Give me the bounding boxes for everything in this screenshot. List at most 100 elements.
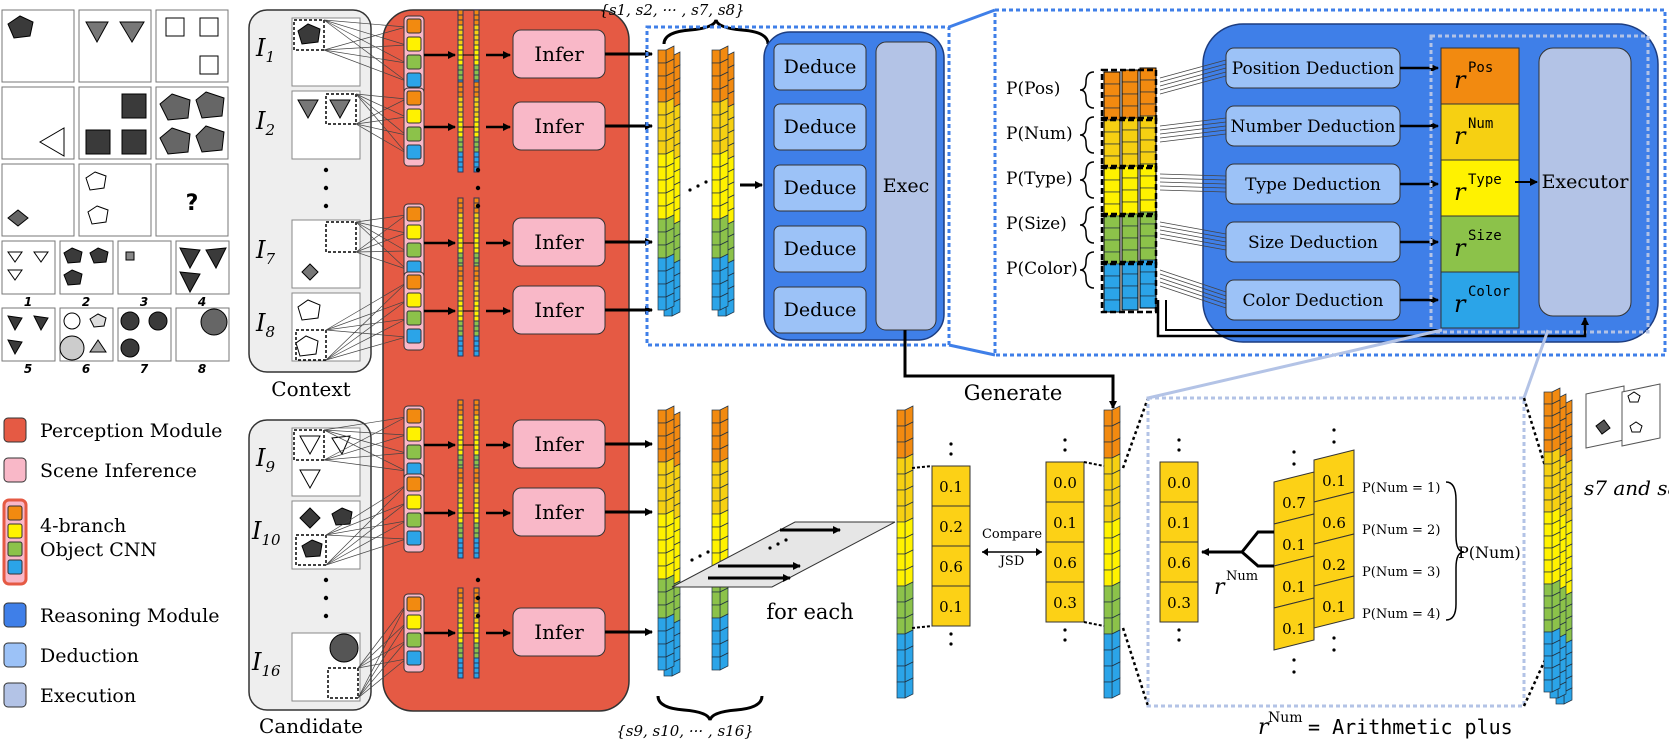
stack-cell	[896, 601, 906, 619]
stack-cell	[1103, 215, 1121, 229]
feature-bar	[473, 467, 480, 559]
feature-cell	[473, 547, 480, 554]
generated-values: 0.00.10.60.3	[1045, 438, 1085, 642]
stack-cell	[1139, 247, 1157, 261]
feature-cell	[473, 290, 480, 297]
stack-cell	[1121, 249, 1139, 263]
value-dots	[1063, 448, 1067, 452]
stack-cell	[1139, 199, 1157, 213]
stack-cell	[711, 75, 721, 90]
feature-cell	[473, 657, 480, 664]
stack-cell	[711, 244, 721, 259]
rule-sup: Size	[1468, 228, 1502, 244]
stack-cell	[711, 500, 721, 515]
feature-cell	[457, 429, 464, 436]
stack-cell	[657, 166, 667, 181]
candidate-set-label: {s9, s10, ··· , s16}	[616, 722, 754, 740]
fan-line	[1159, 117, 1227, 127]
stack-cell	[711, 526, 721, 541]
cnn-branch-cell	[406, 108, 422, 124]
exec-label: Exec	[883, 175, 929, 197]
rule-r: r	[1454, 122, 1467, 150]
value-text: 0.1	[1167, 514, 1191, 532]
fan-line	[323, 19, 407, 82]
cnn-branch-cell	[406, 426, 422, 442]
feature-bar	[457, 81, 464, 173]
stack-cell	[1103, 119, 1121, 133]
feature-cell	[457, 632, 464, 639]
stack-cell	[1139, 103, 1157, 117]
value-text: 0.3	[1167, 594, 1191, 612]
feature-cell	[473, 101, 480, 108]
cnn-branch-cell	[406, 632, 422, 648]
feature-cell	[473, 454, 480, 461]
stack-cell	[896, 681, 906, 699]
feature-cell	[457, 627, 464, 634]
legend-label: 4-branch	[40, 515, 126, 537]
stack-cell	[711, 487, 721, 502]
stack-cell	[1103, 227, 1121, 241]
deduce-box: Deduce	[773, 103, 867, 151]
stack-cell	[1139, 139, 1157, 153]
rule-r: r	[1454, 290, 1467, 318]
feature-bar	[457, 265, 464, 357]
value-dots	[1292, 450, 1296, 454]
fan-line	[325, 300, 407, 331]
feedback-line	[1165, 300, 1440, 331]
stack-cell	[657, 296, 667, 311]
perception-ellipsis	[475, 167, 481, 619]
stack-cell	[1103, 425, 1113, 443]
cnn-branch-cell	[406, 512, 422, 528]
stack-cell	[1139, 91, 1157, 105]
fan-line	[325, 329, 407, 338]
feature-cell	[457, 212, 464, 219]
infer-output-arrows	[605, 50, 653, 636]
feature-cell	[457, 482, 464, 489]
result-values: 0.00.10.60.3	[1159, 438, 1199, 642]
value-text: 0.7	[1282, 494, 1306, 512]
stack-cell	[711, 474, 721, 489]
feature-cell	[473, 141, 480, 148]
stack-cell	[1543, 451, 1553, 465]
fan-line	[323, 416, 407, 461]
fan-line	[325, 520, 407, 566]
stack-cell	[1543, 643, 1553, 657]
feature-cell	[457, 622, 464, 629]
stack-cell	[1121, 297, 1139, 311]
fan-line	[355, 214, 407, 253]
value-text: 0.3	[1053, 594, 1077, 612]
stack-cell	[657, 474, 667, 489]
fan-line	[323, 434, 407, 461]
feature-cell	[473, 116, 480, 123]
deduce-box: Deduce	[773, 225, 867, 273]
feature-cell	[457, 527, 464, 534]
feature-cell	[473, 507, 480, 514]
feature-cell	[473, 111, 480, 118]
feature-cell	[473, 404, 480, 411]
feature-cell	[457, 409, 464, 416]
fan-line	[357, 604, 407, 699]
stack-cell	[1103, 617, 1113, 635]
value-dots	[949, 632, 953, 636]
num-formula: r Num = Arithmetic plus	[1258, 710, 1513, 740]
stack-cell	[1543, 499, 1553, 513]
cnn-branch	[403, 203, 456, 283]
value-text: 0.1	[1053, 514, 1077, 532]
feature-cell	[457, 49, 464, 56]
feature-cell	[457, 86, 464, 93]
fan-line	[357, 622, 407, 699]
feature-cell	[457, 315, 464, 322]
feature-cell	[457, 414, 464, 421]
feature-cell	[457, 69, 464, 76]
feature-cell	[457, 136, 464, 143]
feature-cell	[473, 156, 480, 163]
stack-cell	[657, 205, 667, 220]
stack-cell	[711, 114, 721, 129]
fan-line	[357, 640, 407, 669]
feature-cell	[473, 265, 480, 272]
panel-shapes	[295, 23, 359, 663]
stack-cell	[657, 114, 667, 129]
fan-line	[1159, 229, 1227, 243]
cnn-branch-cell	[406, 224, 422, 240]
